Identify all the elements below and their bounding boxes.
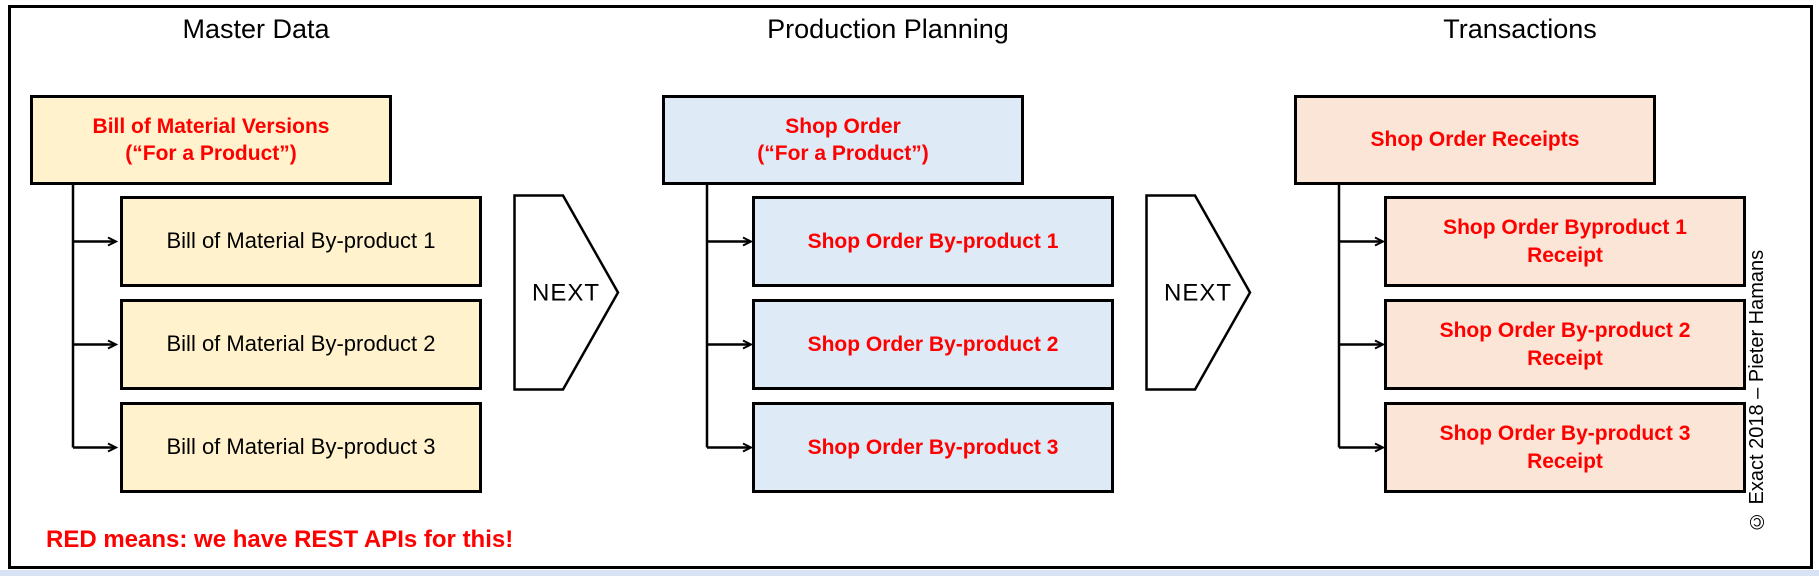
box-shop-order-by-product-1: Shop Order By-product 1 [752,196,1114,287]
copyright-text: © Exact 2018 – Pieter Hamans [1746,249,1768,533]
tree-connector-transactions [1337,184,1386,453]
box-line: Bill of Material By-product 1 [166,228,436,254]
tree-connector-master [71,183,119,453]
box-bom-by-product-3: Bill of Material By-product 3 [120,402,482,493]
box-bom-by-product-1: Bill of Material By-product 1 [120,196,482,287]
box-shop-order-receipts: Shop Order Receipts [1294,95,1656,185]
box-line: Shop Order By-product 2 [1439,319,1691,343]
next-chevron-1: NEXT [513,194,620,391]
column-title-transactions: Transactions [1443,14,1597,44]
box-bom-by-product-2: Bill of Material By-product 2 [120,299,482,390]
column-title-production-planning: Production Planning [767,14,1009,44]
box-line: Shop Order Receipts [1370,128,1580,152]
box-line: Shop Order [785,114,901,138]
box-line: Shop Order By-product 1 [807,229,1059,253]
next-label: NEXT [1164,280,1232,307]
box-shop-order-by-product-2-receipt: Shop Order By-product 2 Receipt [1384,299,1746,390]
box-line: Receipt [1527,243,1603,267]
box-line: (“For a Product”) [125,142,297,165]
box-shop-order-by-product-3-receipt: Shop Order By-product 3 Receipt [1384,402,1746,493]
box-line: Bill of Material By-product 2 [166,331,436,357]
box-line: Receipt [1527,346,1603,370]
bottom-strip [0,570,1819,576]
box-line: Shop Order By-product 2 [807,332,1059,356]
next-label: NEXT [532,280,600,307]
box-line: Shop Order By-product 3 [1439,422,1691,446]
box-shop-order-byproduct-1-receipt: Shop Order Byproduct 1 Receipt [1384,196,1746,287]
column-title-master-data: Master Data [182,14,330,44]
next-chevron-2: NEXT [1145,194,1252,391]
rest-api-legend-note: RED means: we have REST APIs for this! [46,526,514,553]
box-shop-order: Shop Order (“For a Product”) [662,95,1024,185]
box-line: Shop Order By-product 3 [807,435,1059,459]
box-bill-of-material-versions: Bill of Material Versions (“For a Produc… [30,95,392,185]
box-line: Bill of Material Versions [92,114,330,138]
box-shop-order-by-product-3: Shop Order By-product 3 [752,402,1114,493]
box-line: Receipt [1527,449,1603,473]
box-line: Shop Order Byproduct 1 [1443,216,1687,240]
box-shop-order-by-product-2: Shop Order By-product 2 [752,299,1114,390]
tree-connector-planning [705,183,754,453]
box-line: Bill of Material By-product 3 [166,434,436,460]
box-line: (“For a Product”) [757,142,929,165]
